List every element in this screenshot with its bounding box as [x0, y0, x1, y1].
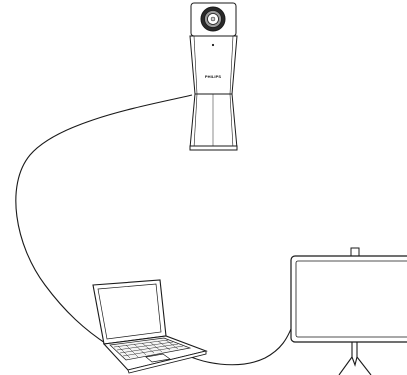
laptop-screen [97, 283, 162, 340]
display-panel [295, 260, 407, 338]
speaker-base [189, 145, 238, 151]
display-top-camera [350, 247, 360, 257]
camera-lens-center [210, 16, 216, 22]
laptop-trackpad [145, 353, 171, 363]
body-edge-left [193, 35, 198, 95]
conference-camera-icon: PHILIPS [189, 2, 238, 151]
laptop-keyboard [109, 337, 192, 361]
laptop-icon [92, 279, 208, 374]
cable-camera-to-laptop [15, 94, 193, 346]
laptop-base-edge [127, 350, 207, 374]
body-edge-right [229, 35, 234, 95]
lower-edge-left [193, 93, 198, 149]
lower-edge-right [229, 93, 234, 149]
cable-laptop-to-display [177, 317, 296, 366]
display-stand [338, 342, 372, 375]
brand-label: PHILIPS [205, 74, 221, 79]
speaker-lower-body [189, 93, 238, 149]
indicator-light [211, 43, 215, 47]
display-screen-icon [290, 247, 407, 375]
keyboard-keys [113, 339, 184, 359]
